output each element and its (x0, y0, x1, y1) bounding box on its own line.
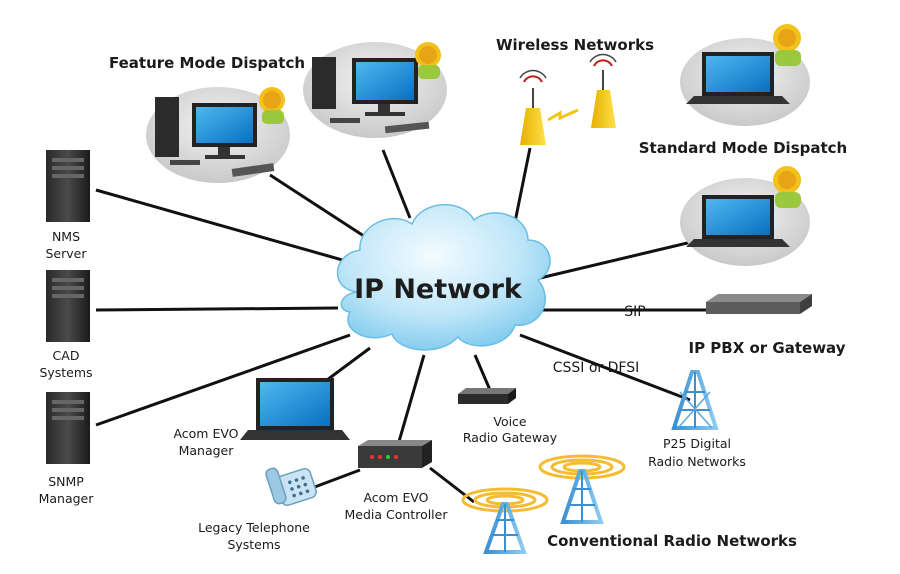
p25-label-line2: Radio Networks (648, 454, 746, 469)
standard-mode-dispatch-label: Standard Mode Dispatch (639, 139, 847, 157)
link-feature-right (381, 149, 412, 219)
wireless-access-points (519, 53, 617, 145)
ip-network-cloud: IP Network (336, 204, 551, 351)
cloud-title: IP Network (354, 274, 523, 305)
ip-pbx-label: IP PBX or Gateway (688, 339, 845, 357)
link-media-ctrl (396, 354, 426, 446)
p25-label-line1: P25 Digital (663, 436, 731, 451)
nms-label-line1: NMS (52, 229, 80, 244)
link-conventional (429, 466, 475, 504)
access-point-left (519, 69, 547, 145)
access-point-right (589, 53, 617, 128)
feature-mode-dispatch-right (303, 42, 447, 138)
feature-mode-dispatch-label: Feature Mode Dispatch (109, 54, 305, 72)
link-radio-gw (473, 354, 492, 391)
snmp-label-line1: SNMP (48, 474, 84, 489)
legacy-tel-label-line2: Systems (227, 537, 280, 552)
link-telephone (311, 468, 361, 490)
telephone-icon (265, 467, 317, 507)
standard-mode-dispatch-bottom (680, 166, 810, 266)
link-wireless (513, 147, 532, 223)
snmp-server (46, 392, 90, 464)
cad-label-line2: Systems (39, 365, 92, 380)
cad-label-line1: CAD (53, 348, 80, 363)
link-nms (95, 188, 361, 267)
wireless-networks-label: Wireless Networks (496, 36, 654, 54)
wireless-bolt (547, 108, 579, 122)
conventional-radio-tower-right (538, 454, 626, 524)
nms-label-line2: Server (46, 246, 88, 261)
media-ctrl-label-line1: Acom EVO (363, 490, 428, 505)
cad-server (46, 270, 90, 342)
cssi-dfsi-label: CSSI or DFSI (553, 360, 640, 376)
voice-radio-gateway-device (458, 388, 516, 404)
evo-manager-label-line2: Manager (179, 443, 235, 458)
p25-tower (671, 370, 719, 430)
acom-evo-manager-laptop (240, 378, 350, 440)
snmp-label-line2: Manager (39, 491, 95, 506)
link-standard (539, 238, 701, 280)
acom-evo-media-controller-device (358, 440, 432, 468)
link-snmp (95, 333, 351, 427)
standard-mode-dispatch-top (680, 24, 810, 126)
media-ctrl-label-line2: Media Controller (344, 507, 448, 522)
ip-pbx-device (706, 294, 812, 314)
evo-manager-label-line1: Acom EVO (173, 426, 238, 441)
conventional-radio-label: Conventional Radio Networks (547, 532, 797, 550)
link-cssi (519, 333, 691, 402)
link-cad (95, 306, 339, 312)
sip-label: SIP (624, 304, 645, 320)
link-feature-left (269, 173, 371, 242)
conventional-radio-tower-left (461, 487, 549, 554)
radio-gw-label-line1: Voice (493, 414, 527, 429)
legacy-tel-label-line1: Legacy Telephone (198, 520, 310, 535)
radio-gw-label-line2: Radio Gateway (463, 430, 558, 445)
feature-mode-dispatch-left (146, 87, 290, 183)
nms-server (46, 150, 90, 222)
